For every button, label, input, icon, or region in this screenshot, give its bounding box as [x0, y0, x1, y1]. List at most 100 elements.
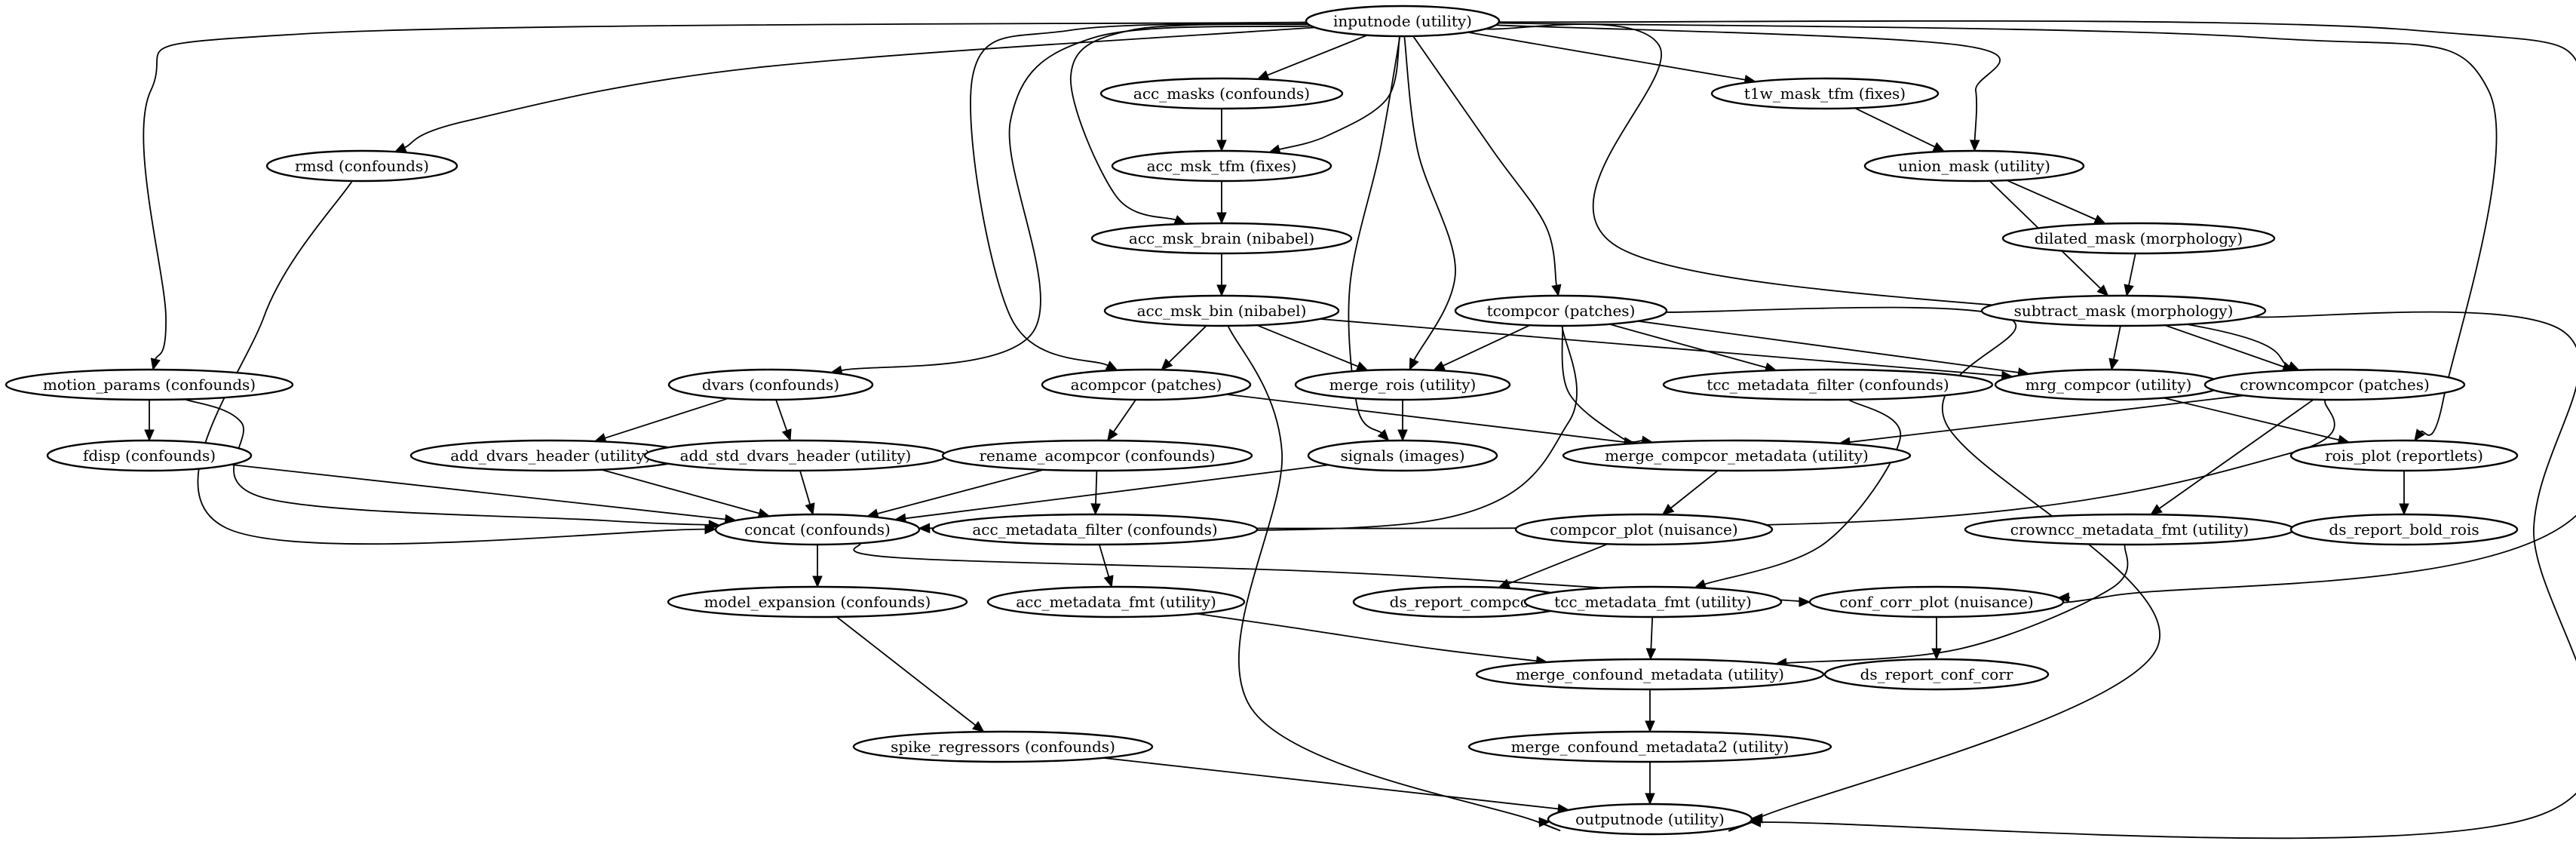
node-shape: [2001, 222, 2276, 255]
node-label: inputnode (utility): [1333, 12, 1472, 30]
node-label: acc_msk_tfm (fixes): [1147, 157, 1297, 175]
node-shape: [46, 439, 253, 472]
node-label: spike_regressors (confounds): [891, 738, 1115, 756]
edge-line: [1070, 23, 1308, 221]
edge-dvars-to-add_dvars_header: [593, 397, 728, 444]
edge-line: [836, 616, 977, 726]
node-label: acc_masks (confounds): [1133, 84, 1310, 103]
arrowhead: [394, 143, 407, 152]
edge-line: [1403, 35, 1456, 361]
node-shape: [1808, 585, 2065, 618]
node-acompcor: acompcor (patches): [1041, 368, 1252, 401]
edge-line: [1348, 35, 1401, 434]
edge-line: [2128, 253, 2136, 286]
node-label: conf_corr_plot (nuisance): [1839, 593, 2033, 611]
edge-mrg_compcor-to-rois_plot: [2163, 397, 2351, 445]
node-compcor_plot: compcor_plot (nuisance): [1514, 513, 1774, 546]
node-label: dilated_mask (morphology): [2035, 229, 2243, 247]
arrowhead: [972, 720, 985, 732]
node-shape: [2289, 439, 2519, 472]
node-shape: [931, 513, 1259, 546]
arrowhead: [1256, 70, 1270, 80]
arrowhead: [1551, 284, 1562, 297]
edge-line: [1412, 35, 1557, 286]
node-label: t1w_mask_tfm (fixes): [1744, 84, 1906, 103]
arrowhead: [805, 502, 815, 516]
node-label: ds_report_bold_rois: [2329, 520, 2479, 539]
edge-rois_plot-to-ds_report_bold_rois: [2399, 471, 2409, 516]
arrowhead: [781, 428, 792, 442]
node-shape: [1662, 368, 1994, 401]
node-concat: concat (confounds): [714, 513, 921, 546]
edge-dvars-to-add_std_dvars_header: [775, 399, 792, 442]
node-label: union_mask (utility): [1898, 157, 2050, 175]
edge-acompcor-to-rename_acompcor: [1107, 399, 1136, 442]
edge-line: [2163, 397, 2339, 441]
node-shape: [1475, 658, 1825, 691]
edge-line: [1320, 318, 2002, 377]
arrowhead: [1107, 428, 1118, 442]
node-label: fdisp (confounds): [83, 447, 216, 465]
edge-crowncompcor-to-crowncc_metadata_fmt: [2150, 398, 2314, 515]
node-label: add_dvars_header (utility): [450, 447, 651, 465]
edge-line: [906, 325, 1578, 532]
edge-line: [1102, 757, 1559, 810]
node-acc_msk_tfm: acc_msk_tfm (fixes): [1111, 149, 1332, 183]
edge-conf_corr_plot-to-ds_report_conf_corr: [1931, 617, 1942, 661]
node-label: acompcor (patches): [1071, 376, 1222, 394]
edge-dilated_mask-to-subtract_mask: [2124, 253, 2136, 297]
node-acc_metadata_filter: acc_metadata_filter (confounds): [931, 513, 1259, 546]
edge-acc_msk_bin-to-acompcor: [1161, 325, 1207, 371]
edge-inputnode-to-motion_params: [143, 21, 1307, 371]
node-shape: [5, 368, 294, 401]
edge-line: [231, 464, 725, 520]
node-acc_msk_brain: acc_msk_brain (nibabel): [1090, 222, 1353, 255]
node-label: outputnode (utility): [1575, 810, 1725, 828]
arrowhead: [1173, 215, 1187, 225]
edge-acc_msk_bin-to-merge_rois: [1256, 324, 1369, 371]
edge-motion_params-to-fdisp: [144, 400, 155, 442]
node-label: rename_acompcor (confounds): [979, 447, 1215, 465]
edge-acc_masks-to-acc_msk_tfm: [1216, 109, 1227, 152]
node-fdisp: fdisp (confounds): [46, 439, 253, 472]
node-shape: [1823, 658, 2050, 691]
node-shape: [1307, 439, 1498, 472]
node-label: merge_compcor_metadata (utility): [1605, 447, 1869, 465]
arrowhead: [144, 429, 155, 442]
edge-merge_confound_metadata2-to-outputnode: [1645, 762, 1655, 806]
node-ds_report_compcor: ds_report_compcor: [1352, 585, 1574, 618]
edge-line: [2164, 324, 2284, 368]
edge-line: [1637, 320, 2019, 373]
arrowhead: [2124, 284, 2134, 297]
node-tcompcor: tcompcor (patches): [1454, 294, 1668, 327]
node-label: model_expansion (confounds): [704, 593, 931, 611]
node-label: add_std_dvars_header (utility): [680, 447, 912, 465]
edge-rename_acompcor-to-acc_metadata_filter: [1090, 470, 1101, 516]
edge-line: [1561, 325, 1642, 443]
node-inputnode: inputnode (utility): [1305, 5, 1501, 38]
node-outputnode: outputnode (utility): [1547, 803, 1753, 836]
node-label: concat (confounds): [744, 520, 891, 539]
edge-acc_metadata_filter-to-acc_metadata_fmt: [1098, 544, 1114, 588]
edge-line: [1168, 325, 1207, 364]
node-shape: [1562, 439, 1912, 472]
edge-merge_confound_metadata-to-merge_confound_metadata2: [1645, 689, 1655, 733]
node-model_expansion: model_expansion (confounds): [667, 585, 968, 618]
edge-line: [2006, 180, 2096, 220]
node-label: merge_confound_metadata2 (utility): [1511, 738, 1789, 756]
arrowhead: [2093, 214, 2107, 225]
edge-inputnode-to-union_mask: [1495, 24, 2001, 152]
edge-line: [1098, 544, 1110, 577]
edge-line: [1256, 324, 1359, 367]
node-shape: [667, 368, 874, 401]
arrowhead: [708, 520, 721, 530]
node-label: acc_metadata_fmt (utility): [1016, 593, 1216, 611]
edge-line: [841, 25, 1311, 371]
edge-line: [2158, 398, 2314, 509]
arrowhead: [2108, 358, 2119, 371]
edge-subtract_mask-to-outputnode: [1699, 311, 2576, 839]
edge-union_mask-to-dilated_mask: [2006, 180, 2107, 225]
edge-merge_rois-to-signals: [1397, 400, 1408, 442]
node-label: motion_params (confounds): [43, 376, 256, 394]
